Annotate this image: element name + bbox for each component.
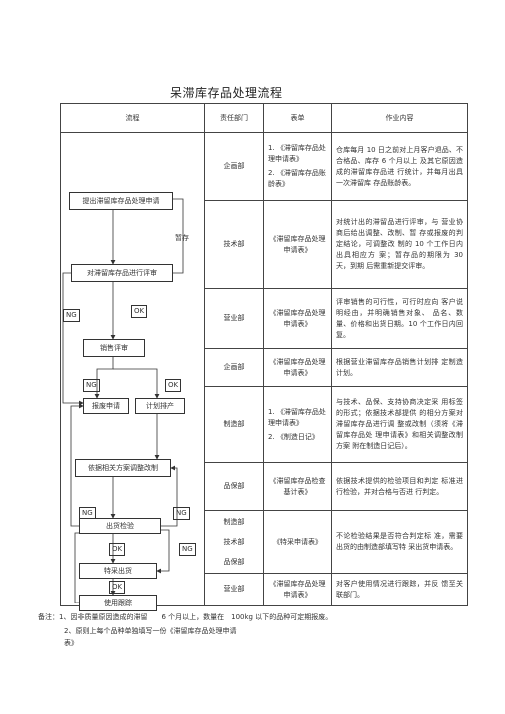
form-cell: 1. 《滞留库存品处理申请表》 2. 《滞留库存品账龄表》 — [263, 132, 332, 201]
page-title: 呆滞库存品处理流程 — [170, 86, 283, 100]
footnote-2: 2、原则上每个品种单独填写一份《滞留库存品处理申请 — [64, 627, 237, 635]
dept-item: 品保部 — [223, 558, 245, 566]
flow-label-ng-5: NG — [179, 543, 196, 556]
flowchart-cell: 提出滞留库存品处理申请 暂存 对滞留库存品进行评审 NG OK 销售评审 NG … — [60, 132, 205, 611]
desc-cell: 对客户使用情况进行跟踪，并反 馈至关联部门。 — [331, 573, 468, 606]
form-cell: 《滞留库存品处理申请表》 — [263, 200, 332, 289]
header-flow: 流程 — [60, 103, 205, 133]
form-cell: 《特采申请表》 — [263, 510, 332, 574]
footnote-3: 表》 — [64, 639, 78, 647]
table-row: 提出滞留库存品处理申请 暂存 对滞留库存品进行评审 NG OK 销售评审 NG … — [60, 132, 468, 611]
flow-box-adjust-rework: 依据相关方案调整改制 — [75, 459, 171, 477]
desc-cell: 评审销售的可行性，可行时应向 客户说明经由，并明确销售对象、 品名、数量、价格和… — [331, 288, 468, 349]
flowchart-connectors — [62, 198, 184, 603]
flow-label-ng-2: NG — [83, 379, 100, 392]
form-item: 1. 《滞留库存品处理申请表》 — [268, 407, 326, 427]
flow-box-usage-tracking: 使用跟踪 — [79, 595, 157, 611]
form-cell: 1. 《滞留库存品处理申请表》 2. 《制造日记》 — [263, 386, 332, 463]
flow-box-sales-review: 销售评审 — [83, 339, 145, 357]
table-row: 技术部 《滞留库存品处理申请表》 对统计出的滞留品进行评审，与 营业协商后给出调… — [61, 200, 468, 289]
flow-label-hold: 暂存 — [175, 234, 189, 242]
dept-cell: 营业部 — [204, 288, 264, 349]
desc-cell: 仓库每月 10 日之前对上月客户退品、不合格品、库存 6 个月以上 及其它原因造… — [331, 132, 468, 201]
desc-cell: 不论检验结果是否符合判定标 准，需要出货的由制造部填写特 采出货申请表。 — [331, 510, 468, 574]
flow-label-ng-1: NG — [63, 309, 80, 322]
desc-cell: 与技术、品保、支持协商决定采 用标签的形式；依据技术部提供 的相分方案对滞留库存… — [331, 386, 468, 463]
dept-cell: 技术部 — [204, 200, 264, 289]
dept-cell: 营业部 — [204, 573, 264, 606]
form-cell: 《滞留库存品处理申请表》 — [263, 573, 332, 606]
table-row: 营业部 《滞留库存品处理申请表》 对客户使用情况进行跟踪，并反 馈至关联部门。 — [61, 573, 468, 606]
table-row: 制造部 技术部 品保部 《特采申请表》 不论检验结果是否符合判定标 准，需要出货… — [61, 510, 468, 574]
desc-cell: 依据技术提供的检验项目和判定 标准进行检验，并对合格与否进 行判定。 — [331, 462, 468, 511]
table-row: 企画部 《滞留库存品处理申请表》 根据营业滞留库存品销售计划排 定制造计划。 — [61, 348, 468, 387]
dept-item: 技术部 — [223, 538, 245, 546]
flow-label-ng-4: NG — [173, 507, 190, 520]
header-form: 表单 — [263, 103, 332, 133]
flow-box-special-shipment: 特采出货 — [79, 563, 157, 579]
form-item: 2. 《滞留库存品账龄表》 — [268, 169, 326, 188]
desc-cell: 对统计出的滞留品进行评审，与 营业协商后给出调整、改制、暂 存或报废的判定结论，… — [331, 200, 468, 289]
form-cell: 《滞留库存品处理申请表》 — [263, 348, 332, 387]
form-cell: 《滞留库存品检查基计表》 — [263, 462, 332, 511]
flow-box-production-plan: 计划排产 — [135, 398, 185, 414]
table-row: 营业部 《滞留库存品处理申请表》 评审销售的可行性，可行时应向 客户说明经由，并… — [61, 288, 468, 349]
flow-label-ok-3: OK — [109, 543, 126, 556]
flow-box-submit-request: 提出滞留库存品处理申请 — [69, 192, 173, 210]
dept-item: 制造部 — [223, 518, 245, 526]
dept-cell: 制造部 — [204, 386, 264, 463]
dept-cell: 企画部 — [204, 132, 264, 201]
header-desc: 作业内容 — [331, 103, 468, 133]
form-item: 2. 《制造日记》 — [268, 432, 319, 441]
process-table: 流程 责任部门 表单 作业内容 — [60, 103, 468, 611]
flow-box-shipment-inspection: 出货检验 — [79, 518, 161, 534]
header-dept: 责任部门 — [204, 103, 264, 133]
flow-box-scrap-request: 报废申请 — [83, 398, 129, 414]
form-item: 1. 《滞留库存品处理申请表》 — [268, 144, 326, 163]
table-row: 制造部 1. 《滞留库存品处理申请表》 2. 《制造日记》 与技术、品保、支持协… — [61, 386, 468, 463]
desc-cell: 根据营业滞留库存品销售计划排 定制造计划。 — [331, 348, 468, 387]
form-cell: 《滞留库存品处理申请表》 — [263, 288, 332, 349]
flow-label-ok-2: OK — [165, 379, 182, 392]
footnote-1: 备注：1、因非质量原因造成的滞留 6 个月以上，数量在 100kg 以下的品种可… — [38, 613, 333, 621]
flow-box-review: 对滞留库存品进行评审 — [71, 264, 173, 282]
flow-label-ok-4: OK — [109, 581, 126, 594]
dept-cell: 企画部 — [204, 348, 264, 387]
flow-label-ok-1: OK — [131, 305, 148, 318]
header-row: 流程 责任部门 表单 作业内容 — [60, 103, 468, 133]
dept-cell: 制造部 技术部 品保部 — [204, 510, 264, 574]
dept-cell: 品保部 — [204, 462, 264, 511]
